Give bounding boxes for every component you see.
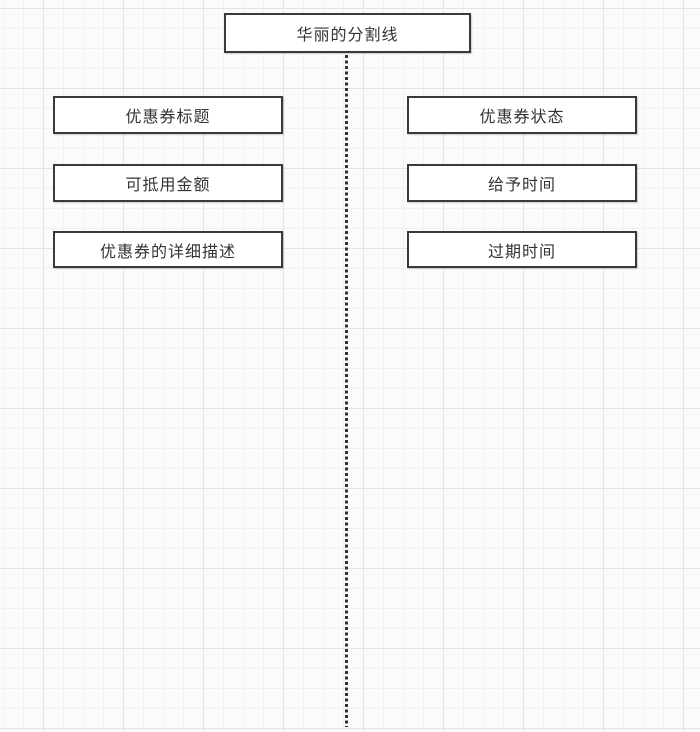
node-coupon-title[interactable]: 优惠券标题	[53, 96, 283, 134]
node-deductible-amount[interactable]: 可抵用金额	[53, 164, 283, 202]
dotted-divider-line[interactable]	[345, 55, 348, 727]
node-label: 优惠券标题	[125, 109, 211, 126]
node-label: 华丽的分割线	[296, 27, 399, 44]
node-label: 过期时间	[487, 243, 556, 261]
node-label: 优惠券状态	[479, 109, 565, 126]
node-coupon-description[interactable]: 优惠券的详细描述	[53, 231, 283, 268]
node-grant-time[interactable]: 给予时间	[407, 164, 637, 202]
node-label: 可抵用金额	[125, 177, 211, 194]
node-label: 优惠券的详细描述	[99, 243, 236, 261]
node-expire-time[interactable]: 过期时间	[407, 231, 637, 268]
node-label: 给予时间	[487, 177, 556, 194]
node-coupon-status[interactable]: 优惠券状态	[407, 96, 637, 134]
node-fancy-divider-title[interactable]: 华丽的分割线	[224, 13, 471, 53]
